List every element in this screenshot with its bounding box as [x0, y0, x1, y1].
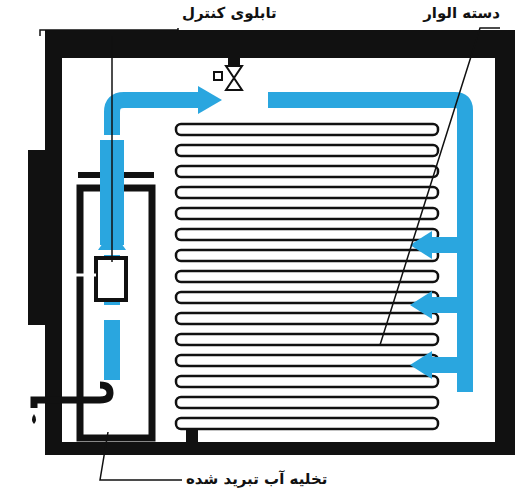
lumber-board [176, 208, 438, 219]
lumber-board [176, 166, 438, 177]
lumber-board [176, 376, 438, 387]
kiln-wall [45, 30, 515, 455]
lumber-board [176, 334, 438, 345]
lumber-stack [176, 124, 438, 429]
drain-pipe [34, 385, 110, 408]
air-flow [112, 100, 465, 392]
lumber-board [176, 292, 438, 303]
stack-support [186, 428, 198, 442]
fan-symbol [214, 58, 242, 90]
water-drop [32, 414, 36, 424]
control-housing [28, 150, 58, 325]
lumber-board [176, 355, 438, 366]
lumber-board [176, 124, 438, 135]
label-condensate-drain: تخلیه آب تبرید شده [184, 470, 329, 488]
lumber-board [176, 271, 438, 282]
control-panel [96, 258, 126, 300]
lumber-board [176, 397, 438, 408]
lumber-board [176, 418, 438, 429]
label-lumber-stack: دسته الوار [421, 4, 502, 22]
leader-line [40, 28, 500, 480]
lumber-board [176, 313, 438, 324]
lumber-board [176, 145, 438, 156]
lumber-board [176, 250, 438, 261]
label-control-panel: تابلوی کنترل [180, 4, 279, 22]
lumber-board [176, 229, 438, 240]
air-arrowheads [98, 86, 432, 379]
lumber-board [176, 187, 438, 198]
